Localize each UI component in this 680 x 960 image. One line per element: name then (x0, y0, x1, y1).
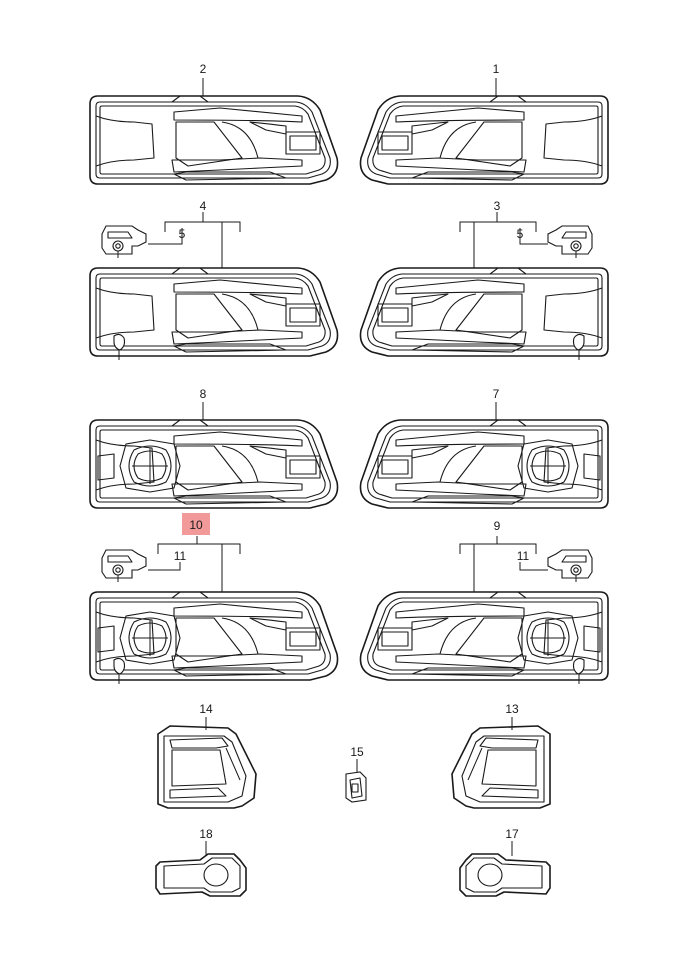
leader-line-5-left (148, 228, 183, 245)
label-part-5-right: 5 (517, 227, 524, 241)
part-10-grille (89, 591, 339, 685)
leader-line-11-left (148, 562, 181, 571)
part-11-clip-right (547, 549, 593, 583)
leader-bracket-4 (164, 212, 241, 268)
part-1-grille (359, 95, 609, 185)
label-part-2: 2 (200, 62, 207, 76)
label-part-18: 18 (199, 827, 213, 841)
label-part-13: 13 (505, 702, 519, 716)
label-part-15: 15 (350, 745, 364, 759)
part-5-clip-left (101, 225, 147, 259)
part-8-grille (89, 419, 339, 509)
part-14-bracket (157, 725, 257, 809)
label-part-5-left: 5 (179, 227, 186, 241)
part-7-grille (359, 419, 609, 509)
part-17-plate (459, 853, 551, 897)
highlight-part-10 (182, 513, 210, 535)
leader-line-11-right (519, 562, 548, 571)
label-part-1: 1 (493, 62, 500, 76)
part-13-bracket (451, 725, 551, 809)
part-4-grille (89, 267, 339, 361)
label-part-14: 14 (199, 702, 213, 716)
part-11-clip-left (101, 549, 147, 583)
label-part-11-right: 11 (517, 549, 530, 563)
label-part-17: 17 (505, 827, 519, 841)
leader-bracket-10 (157, 536, 241, 592)
leader-bracket-9 (459, 536, 537, 592)
label-part-10: 10 (189, 518, 203, 532)
part-3-grille (359, 267, 609, 361)
part-15-clip (345, 771, 367, 803)
leader-line-5-right (519, 228, 548, 245)
label-part-8: 8 (200, 387, 207, 401)
label-part-9: 9 (494, 519, 501, 533)
label-part-4: 4 (200, 199, 207, 213)
part-5-clip-right (547, 225, 593, 259)
part-9-grille (359, 591, 609, 685)
part-18-plate (155, 853, 247, 897)
part-2-grille (89, 95, 339, 185)
label-part-3: 3 (494, 199, 501, 213)
label-part-7: 7 (493, 387, 500, 401)
label-part-11-left: 11 (174, 549, 187, 563)
leader-bracket-3 (459, 212, 537, 268)
